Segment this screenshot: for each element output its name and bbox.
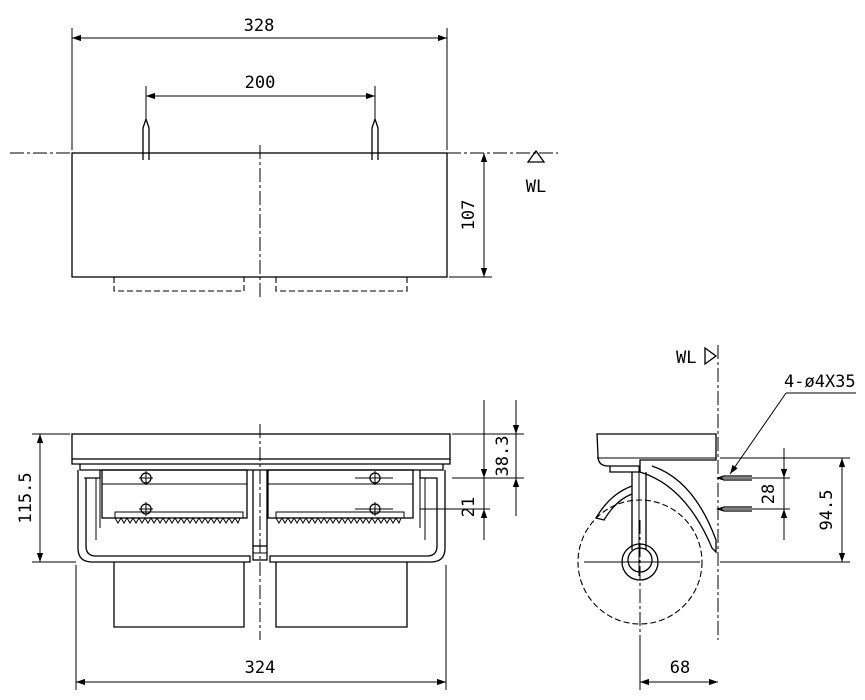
side-paper-roll	[577, 499, 703, 625]
dim-label-38-3: 38.3	[493, 436, 513, 477]
screw-icon-lower-left	[139, 502, 153, 516]
dim-label-107: 107	[459, 200, 479, 231]
paper-roll-left	[113, 562, 245, 628]
shelf-top	[71, 433, 451, 460]
wl-triangle-icon	[526, 149, 546, 163]
screw-right	[371, 116, 379, 160]
screw-spec-label: 4-ø4X35	[784, 372, 856, 392]
screw-left	[142, 116, 150, 160]
wl-triangle-side-icon	[704, 346, 718, 366]
screw-icon-lower-right	[355, 502, 393, 516]
front-view: 115.5 38.3 21 324	[16, 400, 524, 690]
dim-label-328: 328	[244, 16, 275, 36]
side-arm	[631, 472, 647, 550]
dim-label-115-5: 115.5	[16, 472, 36, 523]
dim-label-21: 21	[459, 497, 479, 517]
top-view: 328 200 107 WL	[10, 16, 558, 297]
arm-right	[269, 470, 446, 563]
arm-left	[77, 470, 251, 563]
screw-icon-upper-right	[355, 471, 393, 485]
side-screw-lower	[715, 506, 790, 512]
hidden-roll-right	[275, 277, 408, 292]
dim-label-28: 28	[759, 484, 779, 504]
side-cover	[639, 465, 717, 554]
side-shelf	[596, 433, 717, 467]
wl-label-side: WL	[676, 348, 696, 368]
dim-label-200: 200	[245, 73, 276, 93]
dim-label-68: 68	[670, 658, 690, 678]
cutter-left	[101, 469, 248, 525]
dim-label-94-5: 94.5	[817, 490, 837, 531]
screw-spec-leader	[729, 392, 787, 475]
side-view: WL 4-ø4X35	[577, 345, 856, 690]
side-screw-upper	[715, 475, 790, 481]
cutter-right	[267, 469, 414, 525]
screw-icon-upper-left	[139, 471, 153, 485]
wl-label-top: WL	[526, 177, 546, 197]
paper-roll-right	[275, 562, 408, 628]
hidden-roll-left	[113, 277, 245, 292]
dim-label-324: 324	[245, 658, 276, 678]
